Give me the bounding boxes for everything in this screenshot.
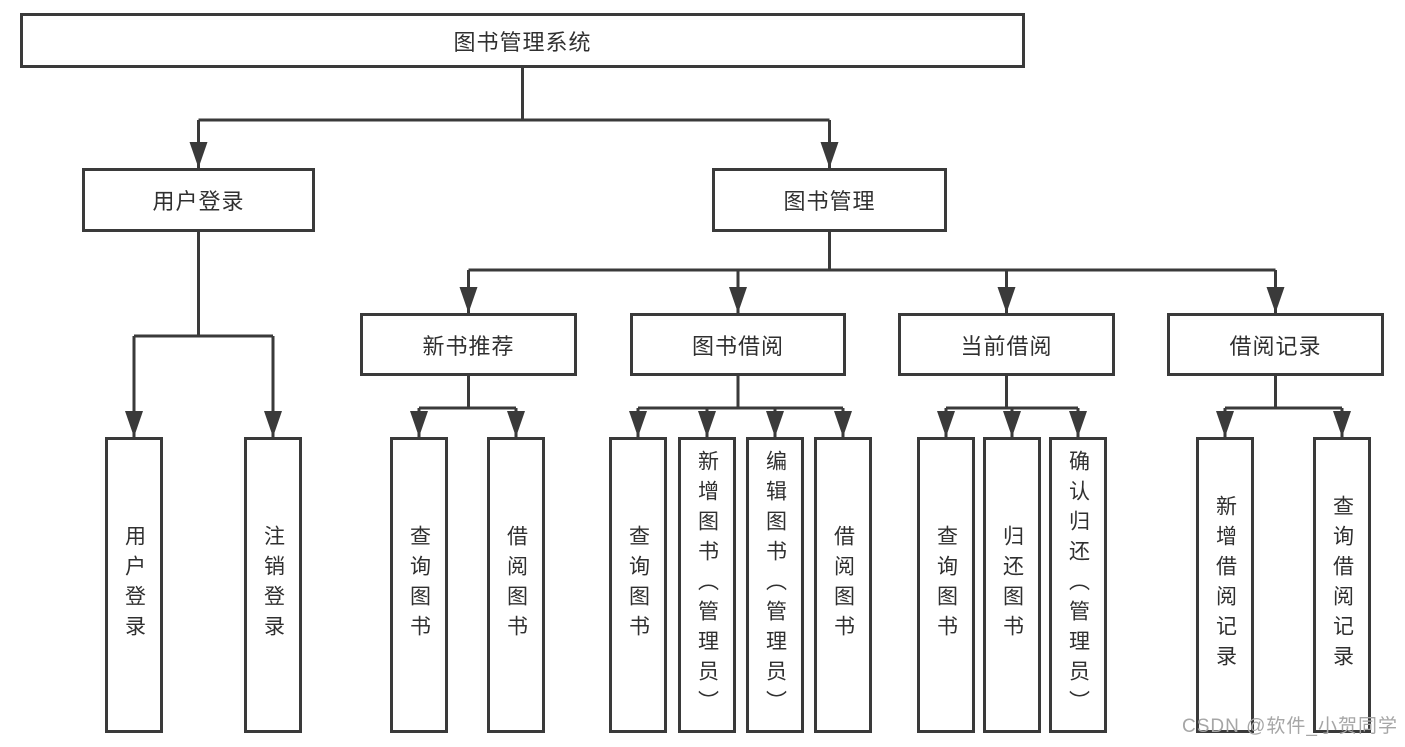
leaf-confirm-return-admin: 确认归还（管理员） bbox=[1049, 437, 1107, 733]
node-borrow-records: 借阅记录 bbox=[1167, 313, 1384, 376]
node-label: 新书推荐 bbox=[422, 333, 515, 359]
node-label: 用户登录 bbox=[152, 189, 245, 214]
leaf-add-books-admin: 新增图书（管理员） bbox=[678, 437, 736, 733]
node-label: 图书管理 bbox=[783, 189, 876, 214]
node-label: 查询图书 bbox=[934, 525, 958, 645]
leaf-query-borrow-record: 查询借阅记录 bbox=[1313, 437, 1371, 733]
node-label: 图书借阅 bbox=[691, 333, 784, 359]
node-root: 图书管理系统 bbox=[20, 13, 1025, 68]
node-label: 借阅图书 bbox=[504, 525, 528, 645]
leaf-borrow-books: 借阅图书 bbox=[487, 437, 545, 733]
edges-current-borrow bbox=[937, 376, 1087, 437]
node-label: 编辑图书（管理员） bbox=[763, 450, 787, 720]
node-label: 确认归还（管理员） bbox=[1066, 450, 1090, 720]
csdn-watermark: CSDN @软件_小贺同学 bbox=[1182, 716, 1398, 737]
leaf-query-books: 查询图书 bbox=[917, 437, 975, 733]
node-user-login: 用户登录 bbox=[82, 168, 315, 232]
node-book-borrow: 图书借阅 bbox=[630, 313, 846, 376]
leaf-logout: 注销登录 bbox=[244, 437, 302, 733]
leaf-add-borrow-record: 新增借阅记录 bbox=[1196, 437, 1254, 733]
node-current-borrow: 当前借阅 bbox=[898, 313, 1115, 376]
edges-new-book-recommend bbox=[410, 376, 525, 437]
leaf-edit-books-admin: 编辑图书（管理员） bbox=[746, 437, 804, 733]
leaf-query-books: 查询图书 bbox=[390, 437, 448, 733]
node-label: 图书管理系统 bbox=[453, 29, 592, 55]
edges-book-borrow bbox=[629, 376, 852, 437]
node-label: 查询借阅记录 bbox=[1330, 495, 1354, 675]
node-label: 新增图书（管理员） bbox=[695, 450, 719, 720]
edges-borrow-records bbox=[1216, 376, 1351, 437]
leaf-query-books: 查询图书 bbox=[609, 437, 667, 733]
node-label: 当前借阅 bbox=[960, 333, 1053, 359]
node-label: 归还图书 bbox=[1000, 525, 1024, 645]
edges-root bbox=[189, 68, 839, 168]
node-label: 用户登录 bbox=[122, 525, 146, 645]
edges-book-management bbox=[459, 232, 1285, 313]
node-label: 借阅记录 bbox=[1229, 333, 1322, 359]
node-new-book-recommend: 新书推荐 bbox=[360, 313, 577, 376]
node-label: 新增借阅记录 bbox=[1213, 495, 1237, 675]
node-label: 查询图书 bbox=[407, 525, 431, 645]
node-book-management: 图书管理 bbox=[712, 168, 947, 232]
node-label: 查询图书 bbox=[626, 525, 650, 645]
node-label: 借阅图书 bbox=[831, 525, 855, 645]
edges-user-login bbox=[125, 232, 282, 437]
leaf-return-books: 归还图书 bbox=[983, 437, 1041, 733]
leaf-borrow-books: 借阅图书 bbox=[814, 437, 872, 733]
node-label: 注销登录 bbox=[261, 525, 285, 645]
leaf-user-login: 用户登录 bbox=[105, 437, 163, 733]
